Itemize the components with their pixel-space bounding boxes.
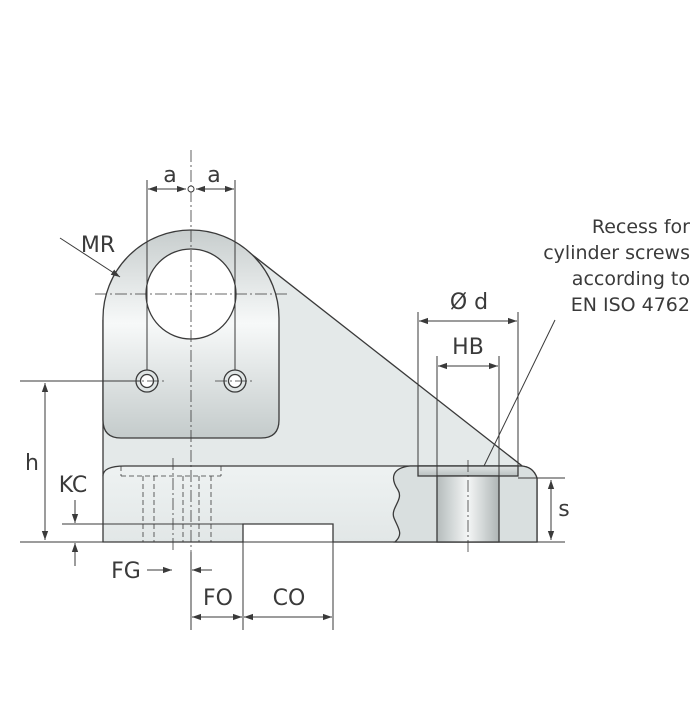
label-a-right: a <box>207 163 220 188</box>
label-hb: HB <box>452 335 484 360</box>
note-line-3: according to <box>572 268 690 290</box>
note-line-4: EN ISO 4762 <box>571 294 690 316</box>
label-fo: FO <box>203 586 233 611</box>
leader-recess <box>483 319 556 467</box>
label-h: h <box>25 451 39 476</box>
dimension-od <box>417 312 519 466</box>
dimension-a <box>146 180 236 370</box>
dimension-h <box>20 380 565 543</box>
label-a-left: a <box>163 163 176 188</box>
label-mr: MR <box>81 233 115 258</box>
label-co: CO <box>273 586 306 611</box>
dimension-kc <box>62 500 243 566</box>
label-kc: KC <box>59 473 88 498</box>
dimension-fo-co <box>190 542 334 630</box>
counterbore-hidden-lines <box>120 466 222 542</box>
leader-mr <box>59 237 121 278</box>
label-od: Ø d <box>450 290 488 315</box>
label-s: s <box>558 497 569 522</box>
note-line-1: Recess for <box>592 216 690 238</box>
label-fg: FG <box>111 559 141 584</box>
dimension-s <box>518 477 565 540</box>
dimension-hb <box>436 356 500 476</box>
note-line-2: cylinder screws <box>543 242 690 264</box>
